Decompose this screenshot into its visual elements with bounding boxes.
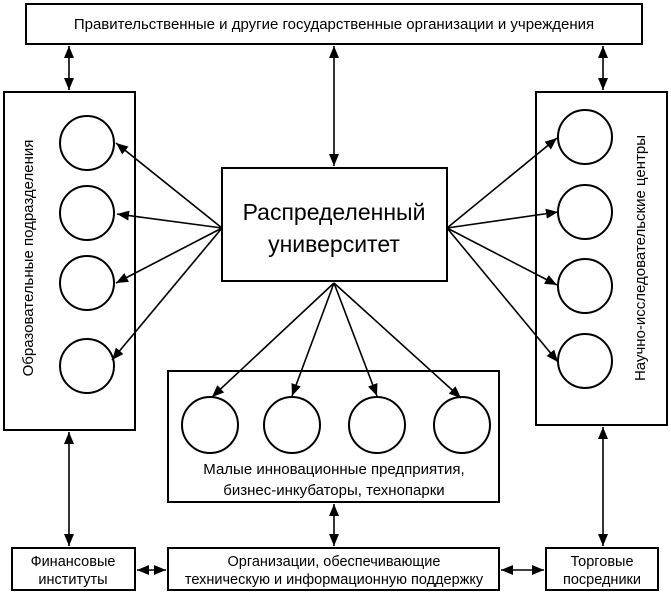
arrow-university-innovation-1 (211, 282, 335, 398)
educational-division-node-3 (59, 255, 115, 311)
educational-division-node-4 (59, 338, 115, 394)
educational-divisions-box: Образовательные подразделения (3, 91, 136, 431)
support-organizations-label-line-2: техническую и информационную поддержку (185, 572, 484, 588)
innovation-node-3 (348, 396, 406, 454)
arrow-university-educational-2 (116, 210, 223, 229)
arrow-university-innovation-4 (333, 282, 462, 399)
arrow-university-educational-3 (115, 227, 223, 284)
financial-institutions-label-line-1: Финансовые (31, 554, 116, 570)
research-center-node-4 (557, 333, 613, 389)
innovation-node-4 (433, 396, 491, 454)
support-organizations-label-line-1: Организации, обеспечивающие (228, 554, 441, 570)
arrow-university-educational-1 (115, 142, 223, 229)
distributed-university-box: Распределенный университет (221, 167, 448, 282)
arrow-university-educational-4 (111, 227, 223, 361)
distributed-university-label-line-2: университет (268, 231, 400, 257)
trade-intermediaries-box: Торговые посредники (545, 547, 659, 591)
research-center-node-2 (557, 184, 613, 240)
arrow-university-research-4 (446, 227, 559, 363)
arrow-university-innovation-3 (333, 282, 378, 397)
trade-intermediaries-label-line-1: Торговые (570, 554, 633, 570)
support-organizations-box: Организации, обеспечивающие техническую … (167, 547, 500, 591)
research-center-node-3 (557, 258, 613, 314)
innovation-node-2 (263, 396, 321, 454)
government-organizations-label: Правительственные и другие государственн… (74, 16, 594, 33)
research-centers-box: Научно-исследовательские центры (535, 91, 668, 426)
research-center-node-1 (557, 109, 613, 165)
arrow-university-research-1 (446, 137, 558, 229)
financial-institutions-box: Финансовые институты (11, 547, 136, 591)
financial-institutions-label-line-2: институты (38, 572, 107, 588)
distributed-university-label-line-1: Распределенный (243, 199, 426, 225)
government-organizations-box: Правительственные и другие государственн… (25, 3, 643, 45)
educational-division-node-2 (59, 185, 115, 241)
innovation-label-line-2: бизнес-инкубаторы, технопарки (223, 482, 444, 499)
arrow-university-innovation-2 (291, 282, 335, 397)
trade-intermediaries-label-line-2: посредники (563, 572, 641, 588)
arrow-university-research-2 (446, 208, 559, 229)
research-centers-label: Научно-исследовательские центры (632, 135, 649, 381)
educational-division-node-1 (59, 115, 115, 171)
educational-divisions-label: Образовательные подразделения (20, 140, 37, 377)
innovation-node-1 (181, 396, 239, 454)
innovation-label-line-1: Малые инновационные предприятия, (203, 461, 464, 478)
arrow-university-research-3 (446, 227, 558, 286)
